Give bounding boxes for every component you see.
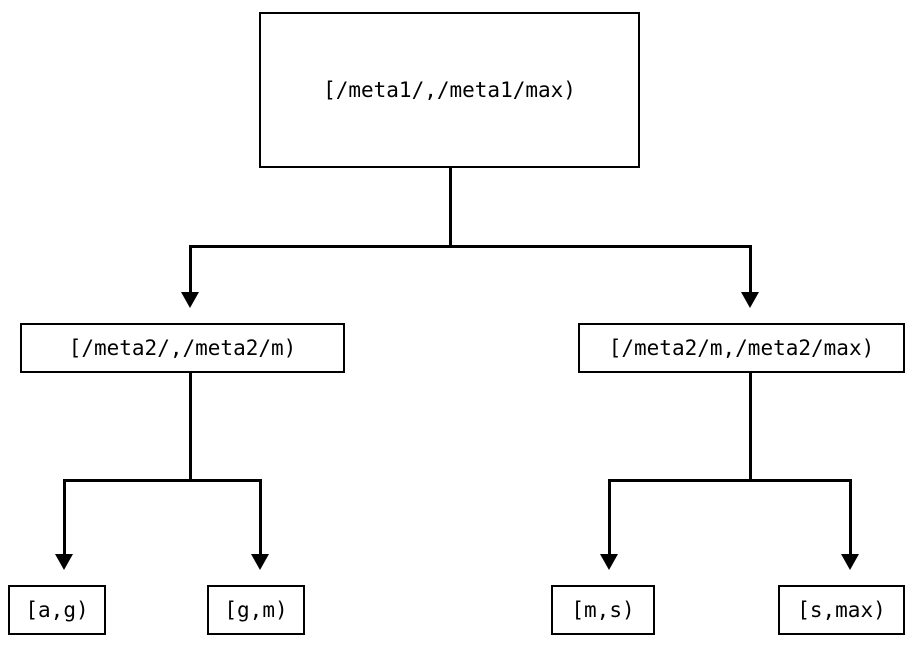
arrowhead-down-icon-leaf-ag <box>55 554 73 570</box>
edge-to-leaf-gm-drop <box>259 479 262 554</box>
edge-root-to-mid-right-drop <box>749 245 752 292</box>
edge-mid-right-stem <box>749 373 752 481</box>
node-leaf-smax-label: [s,max) <box>797 597 886 622</box>
node-leaf-ms: [m,s) <box>551 585 655 635</box>
edge-root-stem <box>449 168 452 246</box>
arrowhead-down-icon-mid-left <box>181 292 199 308</box>
arrowhead-down-icon-leaf-smax <box>841 554 859 570</box>
node-leaf-gm: [g,m) <box>207 585 305 635</box>
node-mid-left: [/meta2/,/meta2/m) <box>20 323 345 373</box>
node-leaf-ag: [a,g) <box>8 585 106 635</box>
edge-mid-left-stem <box>189 373 192 481</box>
arrowhead-down-icon-leaf-ms <box>600 554 618 570</box>
node-mid-right: [/meta2/m,/meta2/max) <box>578 323 905 373</box>
node-leaf-smax: [s,max) <box>778 585 905 635</box>
arrowhead-down-icon-leaf-gm <box>251 554 269 570</box>
edge-to-leaf-smax-drop <box>849 479 852 554</box>
node-leaf-ms-label: [m,s) <box>571 597 635 622</box>
node-leaf-gm-label: [g,m) <box>224 597 288 622</box>
node-leaf-ag-label: [a,g) <box>25 597 89 622</box>
edge-mid-right-crossbar <box>609 479 852 482</box>
node-mid-right-label: [/meta2/m,/meta2/max) <box>608 335 875 360</box>
edge-root-to-mid-left-drop <box>189 245 192 292</box>
node-root: [/meta1/,/meta1/max) <box>259 12 640 168</box>
node-mid-left-label: [/meta2/,/meta2/m) <box>68 335 297 360</box>
edge-mid-left-crossbar <box>64 479 262 482</box>
edge-root-crossbar <box>190 245 752 248</box>
arrowhead-down-icon-mid-right <box>741 292 759 308</box>
edge-to-leaf-ms-drop <box>608 479 611 554</box>
edge-to-leaf-ag-drop <box>63 479 66 554</box>
node-root-label: [/meta1/,/meta1/max) <box>323 77 576 102</box>
